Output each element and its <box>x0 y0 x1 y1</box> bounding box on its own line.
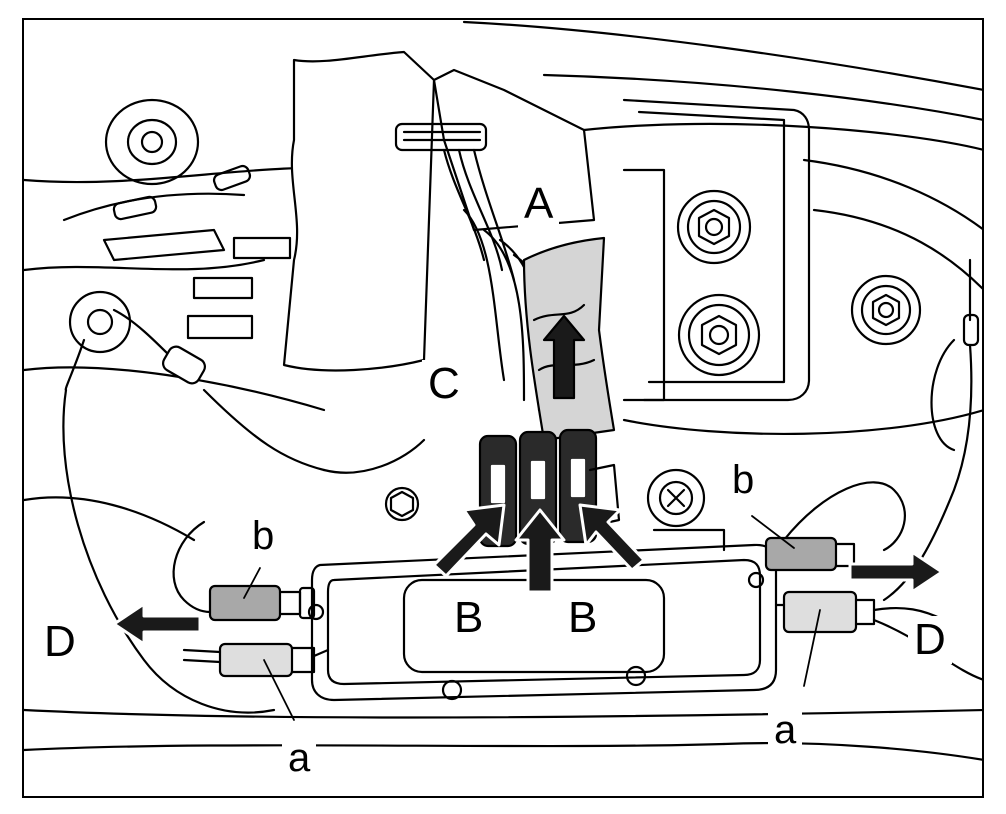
arrow-up-A <box>542 314 586 400</box>
arrow-B-right <box>578 503 646 572</box>
callout-D-right: D <box>908 616 952 664</box>
callout-a-right: a <box>768 708 803 752</box>
arrow-D-left <box>112 602 202 646</box>
ground-wire-left <box>62 290 426 714</box>
callout-B-left: B <box>454 593 484 642</box>
arrow-B-left <box>432 503 506 578</box>
diagram-frame: A C B B D D a a b b <box>22 18 984 798</box>
bolt-plate <box>622 98 922 402</box>
leader-lines <box>243 515 821 721</box>
callout-C: C <box>422 360 466 408</box>
callout-A: A <box>518 180 560 228</box>
callout-a-left: a <box>282 736 317 780</box>
wiring-illustration <box>24 20 982 761</box>
small-bolts <box>384 468 726 552</box>
arrow-D-right <box>848 550 944 594</box>
callout-D-left: D <box>38 618 82 666</box>
arrow-B-center <box>514 508 566 594</box>
callout-b-right: b <box>726 458 761 502</box>
callout-B-right: B <box>568 593 598 642</box>
left-connectors <box>172 520 330 678</box>
callout-b-left: b <box>246 514 281 558</box>
upper-left-fitting <box>62 98 292 340</box>
